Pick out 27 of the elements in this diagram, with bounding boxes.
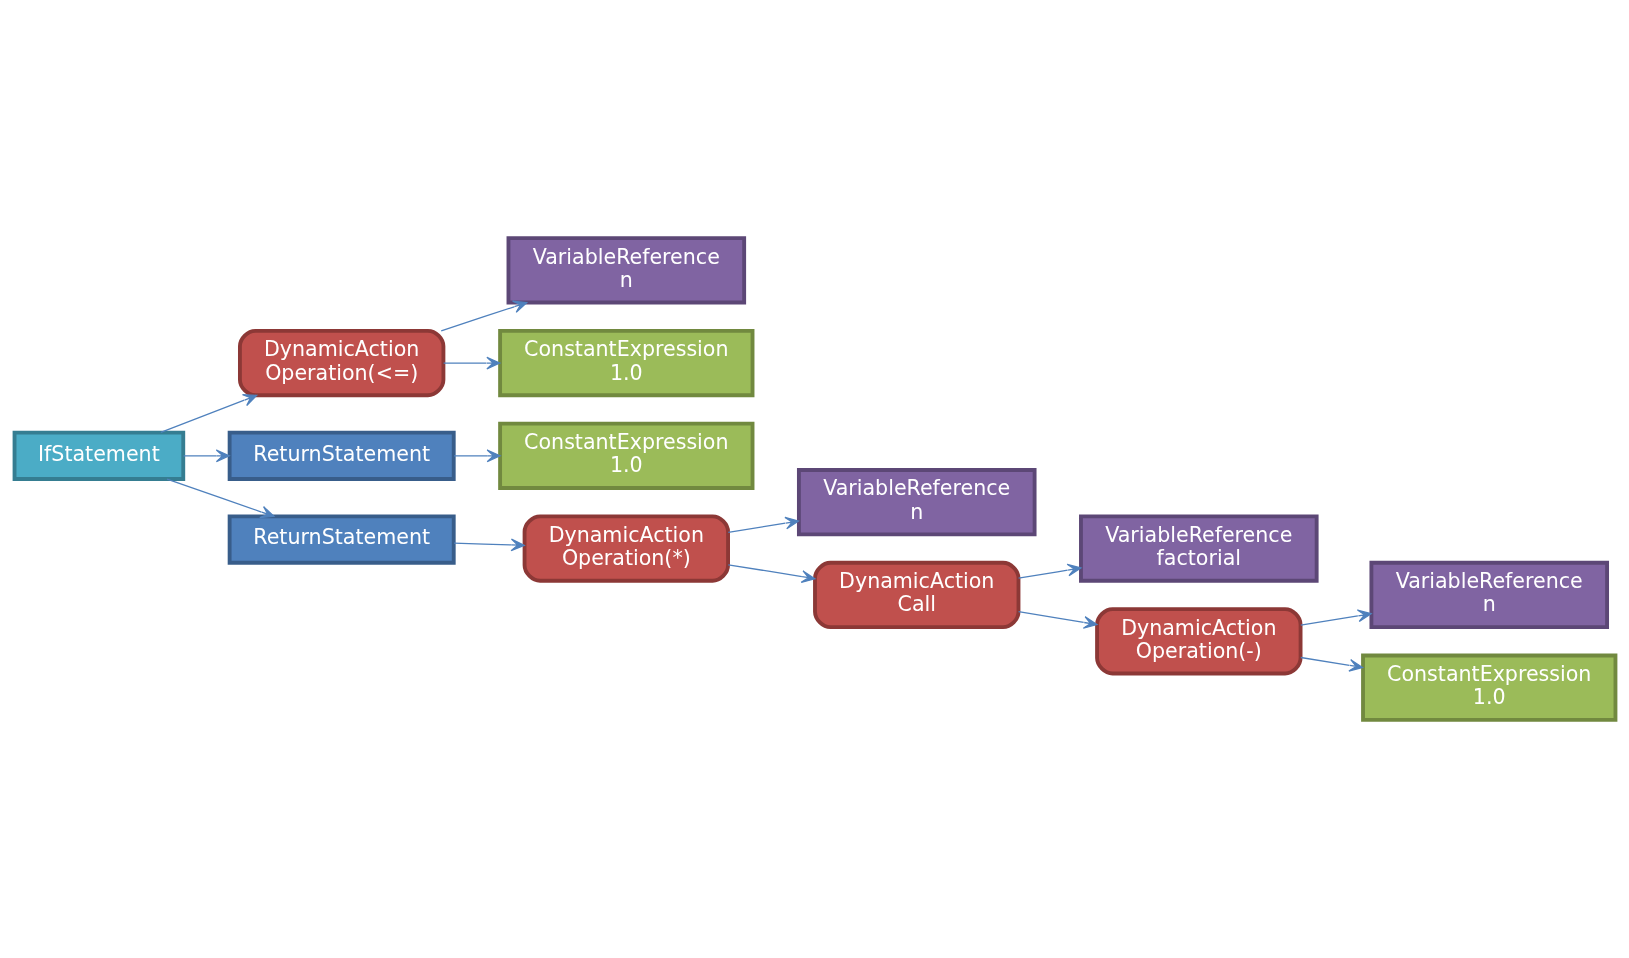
arrow xyxy=(1299,609,1372,626)
arrow xyxy=(440,300,527,332)
arrow xyxy=(1299,656,1363,672)
node-box: VariableReference n xyxy=(796,468,1037,537)
arrow xyxy=(165,478,274,519)
arrow xyxy=(1017,610,1098,629)
node-box: VariableReference n xyxy=(1368,560,1609,630)
node-box: ConstantExpression 1.0 xyxy=(1360,653,1617,722)
arrow xyxy=(159,394,257,434)
node-box: VariableReference factorial xyxy=(1078,514,1319,583)
arrow xyxy=(452,449,501,463)
node-box: DynamicAction Operation(*) xyxy=(522,514,730,583)
arrow xyxy=(727,564,815,584)
node-box: ReturnStatement xyxy=(227,430,456,481)
node-box: IfStatement xyxy=(12,430,185,481)
arrow xyxy=(452,538,525,552)
node-box: DynamicAction Operation(<=) xyxy=(237,328,445,398)
node-box: DynamicAction Call xyxy=(812,560,1020,630)
node-box: DynamicAction Operation(-) xyxy=(1094,607,1302,676)
node-box: ConstantExpression 1.0 xyxy=(497,328,754,398)
node-box: VariableReference n xyxy=(506,236,746,305)
node-box: ConstantExpression 1.0 xyxy=(497,421,754,490)
arrow xyxy=(727,516,799,533)
node-box: ReturnStatement xyxy=(227,514,456,565)
arrow xyxy=(182,449,230,463)
arrow xyxy=(442,356,500,370)
arrow xyxy=(1017,563,1081,579)
